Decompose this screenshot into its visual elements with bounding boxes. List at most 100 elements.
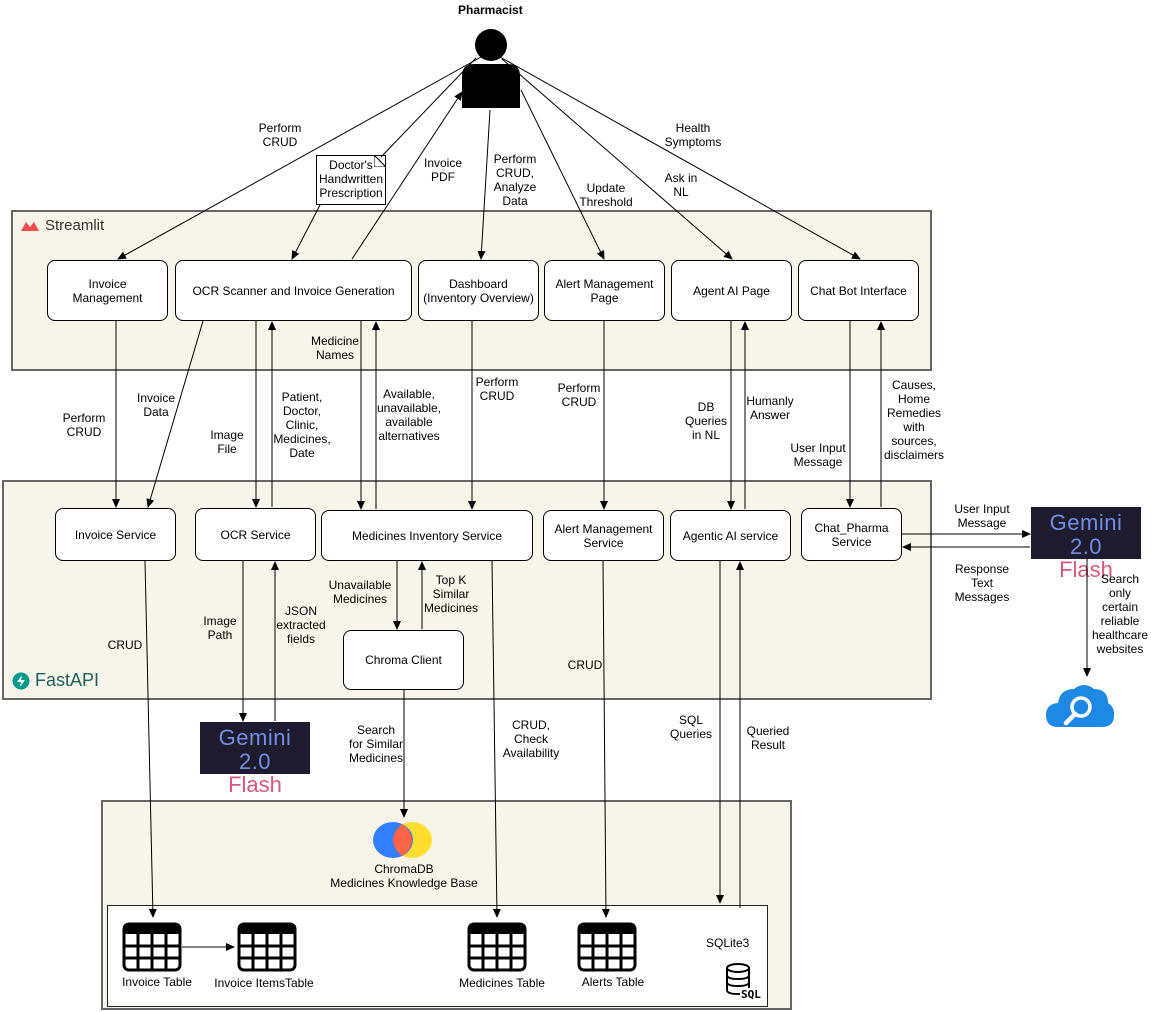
sqlite-container xyxy=(107,905,768,1007)
chromadb-logo-icon xyxy=(373,822,432,858)
ocr-service[interactable]: OCR Service xyxy=(195,508,316,561)
gemini-chat-line1: Gemini 2.0 xyxy=(1049,510,1123,559)
alert-management-page[interactable]: Alert Management Page xyxy=(544,260,665,321)
streamlit-logo-icon xyxy=(21,221,39,231)
edge-pharmacist-alert-page xyxy=(520,89,605,260)
medicines-table-icon xyxy=(467,922,527,972)
inventory-service-label: Medicines Inventory Service xyxy=(351,528,503,543)
chroma-client-label: Chroma Client xyxy=(365,653,442,667)
alert-management-service[interactable]: Alert Management Service xyxy=(543,510,664,561)
gemini-logo-chat: Gemini 2.0 Flash xyxy=(1031,507,1141,581)
label-health-symptoms: Health Symptoms xyxy=(664,121,722,149)
label-availability: Available, unavailable, available altern… xyxy=(376,387,442,443)
label-sql-queries: SQL Queries xyxy=(669,713,713,741)
label-perform-crud-dash: Perform CRUD xyxy=(475,375,519,403)
label-unavailable-medicines: Unavailable Medicines xyxy=(328,578,392,606)
gemini-ocr-line2: Flash xyxy=(228,772,282,797)
label-medicine-names: Medicine Names xyxy=(310,334,360,362)
label-invoice-pdf: Invoice PDF xyxy=(423,156,463,184)
chroma-client[interactable]: Chroma Client xyxy=(343,630,464,690)
edge-pharmacist-prescription xyxy=(380,57,477,158)
chat-service-label: Chat_Pharma Service xyxy=(814,520,889,549)
edge-prescription-ocr xyxy=(291,204,321,260)
invoice-items-table-icon xyxy=(237,922,297,972)
chatbot-label: Chat Bot Interface xyxy=(810,283,907,298)
label-queried-result: Queried Result xyxy=(746,724,790,752)
actor-name: Pharmacist xyxy=(458,3,523,17)
agent-page-label: Agent AI Page xyxy=(693,283,770,298)
edge-pharmacist-chatbot xyxy=(499,56,861,260)
label-ask-nl: Ask in NL xyxy=(664,171,698,199)
alert-page-label: Alert Management Page xyxy=(555,276,654,305)
label-search-reliable: Search only certain reliable healthcare … xyxy=(1091,572,1149,656)
invoice-management-page[interactable]: Invoice Management xyxy=(47,260,168,321)
label-perform-crud-left: Perform CRUD xyxy=(62,411,106,439)
gemini-chat-line2: Flash xyxy=(1059,557,1113,582)
invoice-items-table-label: Invoice ItemsTable xyxy=(214,976,314,990)
ocr-scanner-page[interactable]: OCR Scanner and Invoice Generation xyxy=(175,260,412,321)
dashboard-label: Dashboard (Inventory Overview) xyxy=(423,276,534,305)
edge-alert-service-alerts-table xyxy=(601,560,610,918)
medicines-table-label: Medicines Table xyxy=(459,976,545,990)
chatbot-interface-page[interactable]: Chat Bot Interface xyxy=(798,260,919,321)
agentic-ai-service[interactable]: Agentic AI service xyxy=(670,510,791,561)
chromadb-label: ChromaDB Medicines Knowledge Base xyxy=(330,862,478,890)
dashboard-page[interactable]: Dashboard (Inventory Overview) xyxy=(418,260,539,321)
label-response-text: Response Text Messages xyxy=(954,562,1010,604)
edge-pharmacist-invoice-management xyxy=(117,56,482,260)
label-user-input-message: User Input Message xyxy=(790,441,846,469)
fastapi-label: FastAPI xyxy=(35,670,100,690)
invoice-table-icon xyxy=(122,922,182,972)
label-humanly-answer: Humanly Answer xyxy=(746,394,794,422)
chat-pharma-service[interactable]: Chat_Pharma Service xyxy=(801,508,902,561)
edge-pharmacist-dashboard xyxy=(477,109,491,260)
ocr-scanner-label: OCR Scanner and Invoice Generation xyxy=(192,283,395,298)
edge-ocr-page-invoice-service xyxy=(146,320,204,508)
label-patient-details: Patient, Doctor, Clinic, Medicines, Date xyxy=(273,390,331,460)
label-crud-invoice: CRUD xyxy=(107,638,143,652)
label-top-k: Top K Similar Medicines xyxy=(423,573,479,615)
label-perform-crud-analyze: Perform CRUD, Analyze Data xyxy=(493,152,537,208)
edge-pharmacist-agent-page xyxy=(501,58,733,260)
label-invoice-data: Invoice Data xyxy=(136,391,176,419)
alerts-table-label: Alerts Table xyxy=(581,975,645,989)
label-db-queries-nl: DB Queries in NL xyxy=(684,400,728,442)
invoice-table-label: Invoice Table xyxy=(122,975,192,989)
edge-inventory-medicines-table xyxy=(491,560,501,918)
gemini-logo-ocr: Gemini 2.0 Flash xyxy=(200,722,310,796)
note-fold-icon xyxy=(374,155,386,167)
invoice-management-label: Invoice Management xyxy=(72,276,143,305)
label-crud-check: CRUD, Check Availability xyxy=(502,718,560,760)
agent-ai-page[interactable]: Agent AI Page xyxy=(671,260,792,321)
alerts-table-icon xyxy=(577,922,637,972)
sql-badge: SQL xyxy=(741,988,761,1001)
agentic-service-label: Agentic AI service xyxy=(682,528,779,543)
web-search-cloud-icon xyxy=(1046,685,1115,727)
medicines-inventory-service[interactable]: Medicines Inventory Service xyxy=(321,510,533,561)
streamlit-layer-name: Streamlit xyxy=(20,217,104,234)
label-json-fields: JSON extracted fields xyxy=(276,604,326,646)
label-crud-alert: CRUD xyxy=(567,658,603,672)
invoice-service-label: Invoice Service xyxy=(74,527,157,542)
edge-invoice-service-table xyxy=(144,560,157,918)
fastapi-logo-icon xyxy=(12,672,30,689)
prescription-note-text: Doctor's Handwritten Prescription xyxy=(319,158,384,200)
label-image-path: Image Path xyxy=(203,614,237,642)
pharmacist-user-icon xyxy=(462,29,520,108)
label-perform-crud-top: Perform CRUD xyxy=(258,121,302,149)
label-causes: Causes, Home Remedies with sources, disc… xyxy=(883,378,944,462)
label-update-threshold: Update Threshold xyxy=(579,181,633,209)
fastapi-layer-name: FastAPI xyxy=(12,670,99,691)
label-image-file: Image File xyxy=(210,428,244,456)
sqlite-database-icon xyxy=(726,963,764,1001)
sqlite-label: SQLite3 xyxy=(706,936,750,950)
label-user-input-message-right: User Input Message xyxy=(954,502,1010,530)
gemini-ocr-line1: Gemini 2.0 xyxy=(218,725,292,774)
invoice-service[interactable]: Invoice Service xyxy=(55,508,176,561)
alert-service-label: Alert Management Service xyxy=(554,521,653,550)
label-search-similar: Search for Similar Medicines xyxy=(348,723,404,765)
ocr-service-label: OCR Service xyxy=(220,527,291,542)
streamlit-label: Streamlit xyxy=(45,217,105,234)
